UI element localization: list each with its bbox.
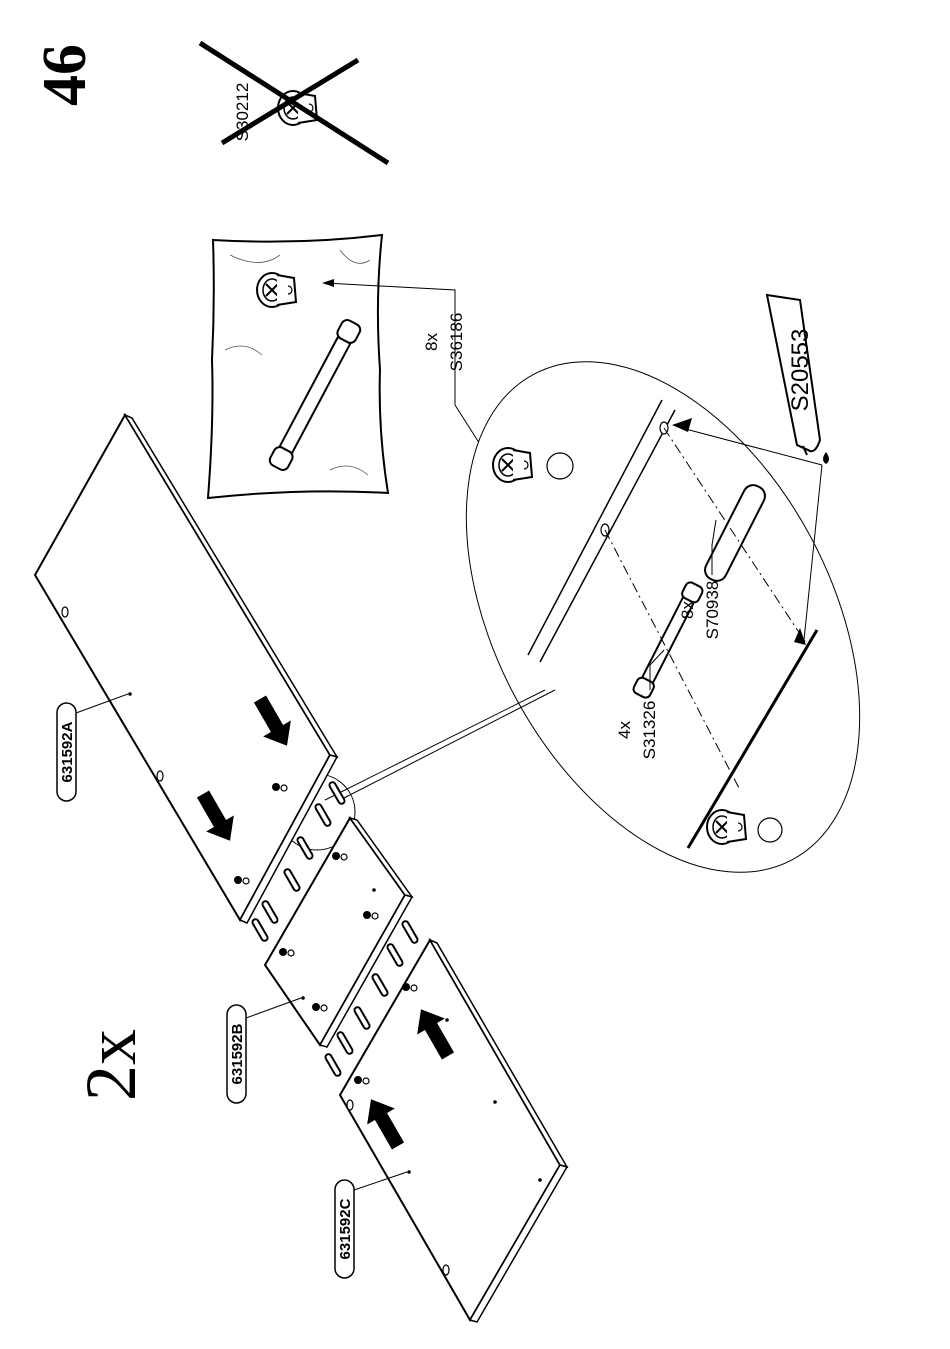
not-used-part-code: S30212 — [233, 83, 252, 142]
step-number: 46 — [31, 44, 99, 106]
hardware-code-cambolt: S31326 — [640, 701, 659, 760]
hardware-qty-dowel: 8x — [678, 601, 697, 619]
fitting-bag-diagram — [208, 235, 388, 498]
hardware-code-dowel: S70938 — [703, 581, 722, 640]
panel-label-a-text: 631592A — [59, 721, 76, 782]
hardware-code-camlock: S36186 — [447, 313, 466, 372]
not-used-camlock-diagram — [200, 43, 388, 163]
quantity-multiplier: 2x — [71, 1029, 151, 1101]
panel-label-c-text: 631592C — [337, 1198, 354, 1259]
hardware-qty-camlock: 8x — [422, 333, 441, 351]
panel-label-b-text: 631592B — [229, 1023, 246, 1084]
panel-label-b: 631592B — [227, 998, 301, 1103]
detail-zoom-ellipse — [325, 295, 940, 938]
glue-code: S20553 — [787, 329, 814, 412]
hardware-qty-cambolt: 4x — [615, 721, 634, 739]
panel-c — [340, 940, 567, 1322]
